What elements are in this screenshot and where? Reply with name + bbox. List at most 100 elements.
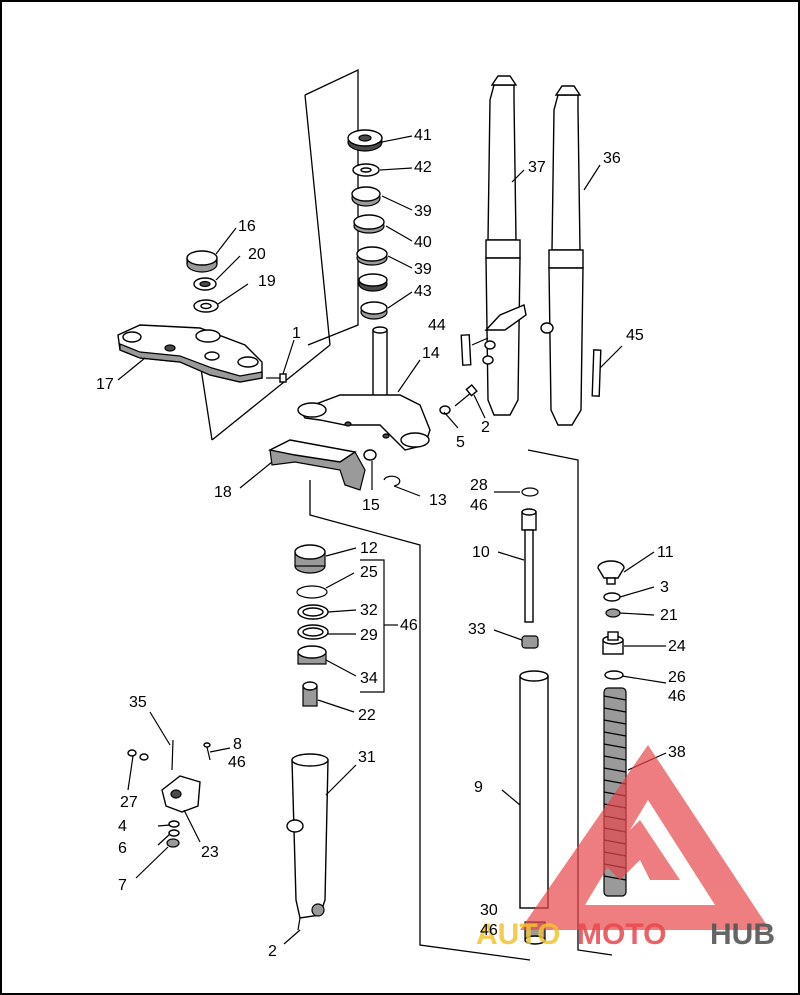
callout-16: 16 — [238, 218, 256, 235]
upper-bracket-17 — [117, 324, 263, 383]
nut-7 — [166, 838, 180, 848]
callout-14: 14 — [422, 345, 440, 362]
callout-39-lower: 39 — [414, 261, 432, 278]
cover-18 — [267, 439, 366, 491]
callout-6: 6 — [118, 840, 127, 857]
callout-40: 40 — [414, 234, 432, 251]
cap-16 — [186, 250, 218, 273]
oring-26 — [604, 670, 624, 680]
right-fork-frame — [527, 449, 613, 956]
callout-10: 10 — [472, 544, 490, 561]
lockwasher-6 — [168, 829, 180, 837]
plug-15 — [363, 449, 377, 461]
callout-44: 44 — [428, 317, 446, 334]
callout-31: 31 — [358, 749, 376, 766]
callout-3: 3 — [660, 579, 669, 596]
bushing-34 — [297, 645, 327, 665]
callout-22: 22 — [358, 707, 376, 724]
callout-39-upper: 39 — [414, 203, 432, 220]
callout-15: 15 — [362, 497, 380, 514]
washer-3 — [603, 592, 621, 602]
callout-30: 30 — [480, 902, 498, 919]
callout-43: 43 — [414, 283, 432, 300]
callout-36: 36 — [603, 150, 621, 167]
washer-4 — [168, 820, 180, 828]
bearing-cone-upper-39 — [351, 186, 381, 207]
spring-33 — [521, 635, 539, 649]
screws-8 — [203, 742, 211, 761]
bolt-2-lower — [297, 917, 301, 931]
callout-27: 27 — [120, 794, 138, 811]
fork-tube-9 — [519, 670, 549, 909]
nut-20 — [193, 277, 217, 291]
plug-24 — [602, 631, 624, 655]
washer-42 — [352, 163, 380, 177]
damper-rod-10 — [521, 508, 537, 623]
stud-35 — [171, 739, 174, 771]
callout-33: 33 — [468, 621, 486, 638]
watermark-triangle — [520, 745, 770, 930]
fork-slider-37 — [482, 75, 527, 416]
callout-12: 12 — [360, 540, 378, 557]
callout-1: 1 — [292, 325, 301, 342]
callout-13: 13 — [429, 492, 447, 509]
oring-21 — [605, 608, 621, 618]
callout-11: 11 — [657, 544, 674, 561]
callout-5: 5 — [456, 434, 465, 451]
fork-slider-36 — [540, 85, 584, 426]
callout-28: 28 — [470, 477, 488, 494]
callout-46-screws: 46 — [228, 754, 246, 771]
callout-20: 20 — [248, 246, 266, 263]
callout-37: 37 — [528, 159, 546, 176]
ring-25 — [296, 585, 328, 599]
automotohub-watermark — [520, 745, 770, 930]
leader-lines — [117, 135, 667, 945]
watermark-auto-text: AUTO — [476, 918, 560, 951]
clamp-23 — [161, 775, 201, 813]
bearing-group-frame-left — [304, 94, 331, 346]
callout-25: 25 — [360, 564, 378, 581]
callout-24: 24 — [668, 638, 686, 655]
reflector-44 — [460, 334, 472, 366]
bearing-cup-upper-40 — [353, 214, 385, 234]
callout-23: 23 — [201, 844, 219, 861]
upper-bracket-frame-link — [211, 344, 331, 441]
callout-4: 4 — [118, 818, 127, 835]
bolt-2-upper — [454, 384, 478, 407]
watermark-inner-mark — [600, 820, 680, 880]
bearing-group-frame — [304, 68, 359, 346]
callout-29: 29 — [360, 627, 378, 644]
callout-41: 41 — [414, 127, 432, 144]
left-fork-frame — [309, 480, 531, 961]
callout-38: 38 — [668, 744, 686, 761]
screws-27 — [127, 749, 149, 761]
callout-7: 7 — [118, 877, 127, 894]
washer-19 — [193, 299, 219, 313]
screw-1 — [266, 373, 287, 383]
bearing-cone-lower-39 — [358, 273, 388, 292]
reflector-45 — [591, 349, 602, 397]
callout-8: 8 — [233, 736, 242, 753]
callout-46-ring: 46 — [470, 497, 488, 514]
clip-13 — [383, 475, 401, 487]
callout-45: 45 — [626, 327, 644, 344]
bearing-cup-lower-40 — [356, 246, 388, 266]
callout-labels: 41 42 39 40 39 43 16 20 19 1 17 14 5 2 1… — [96, 127, 686, 960]
callout-17: 17 — [96, 376, 114, 393]
callout-46-left-kit: 46 — [400, 617, 418, 634]
watermark-moto-text: MOTO — [577, 918, 666, 951]
callout-26: 26 — [668, 669, 686, 686]
seal-29 — [297, 624, 329, 640]
watermark-hub-text: HUB — [710, 918, 775, 951]
cylinder-22 — [302, 681, 318, 707]
callout-2-lower: 2 — [268, 943, 277, 960]
steering-stem-14 — [297, 326, 431, 451]
callout-46-oring: 46 — [668, 688, 686, 705]
stem-nut-41 — [347, 129, 383, 152]
washer-32 — [297, 604, 329, 620]
callout-21: 21 — [660, 607, 678, 624]
callout-35: 35 — [129, 694, 147, 711]
ring-28 — [521, 487, 539, 497]
